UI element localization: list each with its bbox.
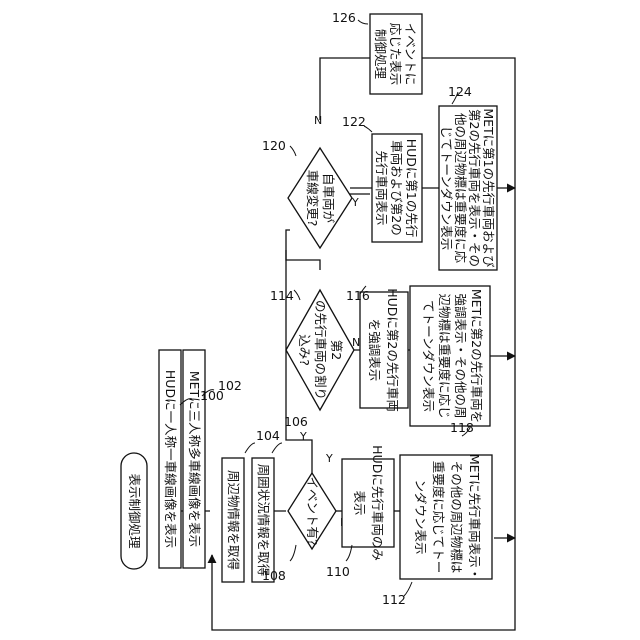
ref-116: 116 bbox=[346, 288, 370, 303]
step-110-line2: 表示 bbox=[352, 490, 367, 515]
step-102: METに三人称多車線画像を表示 bbox=[183, 350, 205, 568]
step-122-line3: 先行車両表示 bbox=[374, 150, 389, 225]
step-122: HUDに第1の先行 車両および第2の 先行車両表示 bbox=[372, 134, 422, 242]
ref-120: 120 bbox=[262, 138, 286, 153]
step-106-label: 周囲状況情報を取得 bbox=[256, 464, 271, 577]
decision-120-line1: 自車両が bbox=[321, 173, 336, 224]
ref-118: 118 bbox=[450, 420, 474, 435]
decision-120-yes: Y bbox=[351, 196, 359, 209]
step-118-line4: てトーンダウン表示 bbox=[421, 300, 436, 412]
step-126-line2: 応じた表示 bbox=[388, 23, 403, 86]
step-100-label: HUDに一人称一車線画像を表示 bbox=[163, 370, 178, 548]
step-100: HUDに一人称一車線画像を表示 bbox=[159, 350, 181, 568]
step-124-line3: 他の周辺物標は重要度に応 bbox=[453, 113, 468, 264]
ref-114: 114 bbox=[270, 288, 294, 303]
step-104: 周辺物情報を取得 bbox=[222, 458, 244, 582]
leader-126 bbox=[358, 20, 368, 24]
step-126: イベントに 応じた表示 制御処理 bbox=[370, 14, 422, 94]
step-118-line3: 辺物標は重要度に応じ bbox=[437, 293, 452, 418]
step-124-line2: 第2の先行車両を表示・その bbox=[467, 109, 482, 267]
step-104-label: 周辺物情報を取得 bbox=[226, 470, 241, 570]
decision-114-line1: 第2 bbox=[329, 340, 344, 360]
step-106: 周囲状況情報を取得 bbox=[252, 458, 274, 582]
ref-106: 106 bbox=[284, 414, 308, 429]
leader-114 bbox=[294, 290, 300, 300]
step-110-line1: HUDに先行車両のみ bbox=[370, 445, 385, 561]
leader-106 bbox=[272, 443, 282, 453]
flow-114-no bbox=[286, 250, 320, 270]
ref-126: 126 bbox=[332, 10, 356, 25]
ref-108: 108 bbox=[262, 568, 286, 583]
ref-112: 112 bbox=[382, 592, 406, 607]
step-112: METに先行車両表示・ その他の周辺物標は 重要度に応じてトー ンダウン表示 bbox=[400, 454, 492, 580]
step-116-line2: を強調表示 bbox=[367, 319, 382, 382]
ref-124: 124 bbox=[448, 84, 472, 99]
ref-104: 104 bbox=[256, 428, 280, 443]
step-118-line1: METに第2の先行車両を bbox=[469, 289, 484, 423]
decision-108: イベント有? bbox=[288, 473, 336, 549]
start-label: 表示制御処理 bbox=[127, 473, 142, 549]
decision-120-no: N bbox=[314, 114, 322, 127]
step-124-line4: じてトーンダウン表示 bbox=[439, 126, 454, 250]
ref-122: 122 bbox=[342, 114, 366, 129]
leader-104 bbox=[245, 443, 255, 453]
leader-120 bbox=[290, 146, 296, 156]
step-116: HUDに第2の先行車両 を強調表示 bbox=[360, 288, 408, 412]
flow-120-no bbox=[320, 58, 370, 120]
step-124: METに第1の先行車両および 第2の先行車両を表示・その 他の周辺物標は重要度に… bbox=[439, 106, 497, 270]
step-126-line3: 制御処理 bbox=[373, 29, 388, 80]
step-112-line1: METに先行車両表示・ bbox=[467, 454, 482, 580]
step-110: HUDに先行車両のみ 表示 bbox=[342, 445, 394, 561]
step-124-line1: METに第1の先行車両および bbox=[481, 108, 496, 268]
decision-120-line2: 車線変更? bbox=[305, 170, 320, 227]
step-112-line4: ンダウン表示 bbox=[413, 479, 428, 554]
decision-114-no: N bbox=[352, 336, 360, 349]
step-126-line1: イベントに bbox=[403, 23, 418, 86]
start-terminal: 表示制御処理 bbox=[121, 453, 147, 569]
step-118: METに第2の先行車両を 強調表示・その他の周 辺物標は重要度に応じ てトーンダ… bbox=[410, 286, 490, 426]
ref-110: 110 bbox=[326, 564, 350, 579]
step-116-line1: HUDに第2の先行車両 bbox=[385, 288, 400, 412]
decision-114-yes: Y bbox=[299, 430, 307, 443]
step-112-line2: その他の周辺物標は bbox=[449, 461, 464, 574]
ref-102: 102 bbox=[218, 378, 242, 393]
decision-108-yes: Y bbox=[325, 452, 333, 465]
decision-114: 第2 の先行車両の割り 込み? bbox=[286, 290, 354, 410]
leader-108 bbox=[290, 545, 296, 561]
step-122-line1: HUDに第1の先行 bbox=[404, 139, 419, 238]
decision-108-label: イベント有? bbox=[305, 476, 320, 545]
decision-114-line2: の先行車両の割り bbox=[313, 300, 328, 400]
step-122-line2: 車両および第2の bbox=[389, 140, 404, 235]
decision-114-line3: 込み? bbox=[297, 334, 312, 366]
step-118-line2: 強調表示・その他の周 bbox=[453, 293, 468, 418]
step-112-line3: 重要度に応じてトー bbox=[431, 461, 446, 574]
decision-120: 自車両が 車線変更? bbox=[288, 148, 352, 248]
